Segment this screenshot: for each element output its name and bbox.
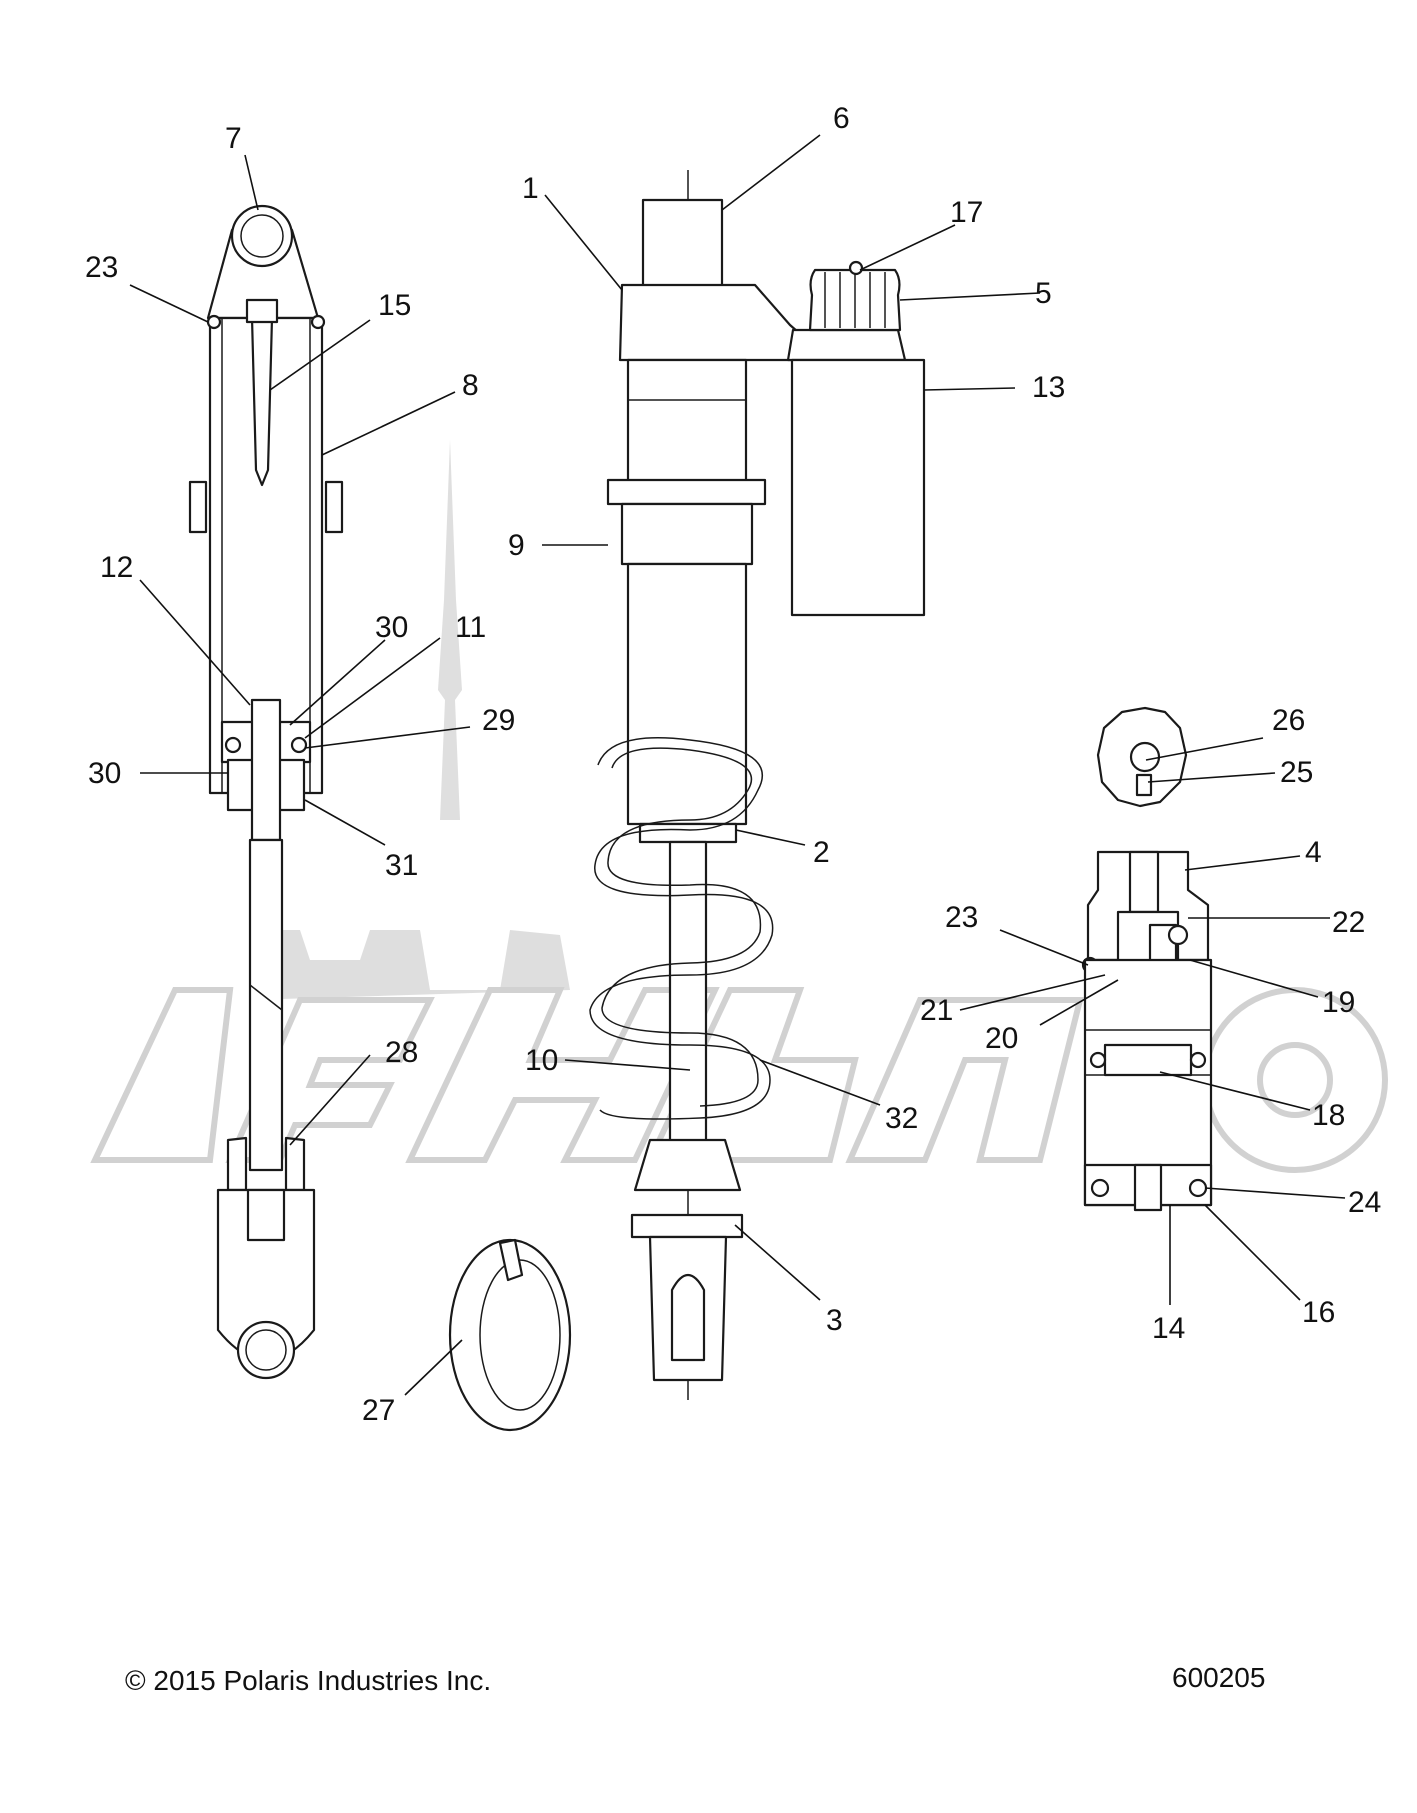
knob-detail (1096, 706, 1188, 808)
callout-23-right: 23 (945, 901, 978, 934)
callout-13: 13 (1032, 371, 1065, 404)
callout-26: 26 (1272, 704, 1305, 737)
callout-27: 27 (362, 1394, 395, 1427)
callouts: 7 23 15 8 12 30 11 29 30 31 28 27 1 6 17… (85, 102, 1381, 1427)
callout-12: 12 (100, 551, 133, 584)
spring-clip (448, 1238, 572, 1432)
callout-17: 17 (950, 196, 983, 229)
body-upper (626, 358, 748, 487)
callout-16: 16 (1302, 1296, 1335, 1329)
callout-20: 20 (985, 1022, 1018, 1055)
body-lower (626, 562, 748, 826)
callout-24: 24 (1348, 1186, 1381, 1219)
callout-6: 6 (833, 102, 850, 135)
callout-22: 22 (1332, 906, 1365, 939)
bumper (250, 316, 274, 487)
callout-19: 19 (1322, 986, 1355, 1019)
callout-28: 28 (385, 1036, 418, 1069)
callout-11: 11 (455, 611, 486, 644)
shaft-rod (248, 838, 284, 1172)
shock-section-view (188, 204, 344, 1380)
reservoir-section-view (1081, 850, 1213, 1212)
callout-5: 5 (1035, 277, 1052, 310)
callout-32: 32 (885, 1102, 918, 1135)
callout-21: 21 (920, 994, 953, 1027)
callout-4: 4 (1305, 836, 1322, 869)
callout-15: 15 (378, 289, 411, 322)
piston-rod (668, 840, 708, 1144)
callout-9: 9 (508, 529, 525, 562)
bottom-bumper (633, 1138, 742, 1192)
spring-collar (606, 478, 767, 506)
callout-10: 10 (525, 1044, 558, 1077)
callout-30-lower: 30 (88, 757, 121, 790)
callout-3: 3 (826, 1304, 843, 1337)
callout-18: 18 (1312, 1099, 1345, 1132)
bottom-collar (630, 1213, 744, 1239)
callout-7: 7 (225, 122, 242, 155)
callout-31: 31 (385, 849, 418, 882)
callout-23-left: 23 (85, 251, 118, 284)
ifp-piston (1103, 1043, 1193, 1077)
shaft-upper (250, 698, 282, 842)
callout-2: 2 (813, 836, 830, 869)
callout-25: 25 (1280, 756, 1313, 789)
callout-30-upper: 30 (375, 611, 408, 644)
copyright-notice: © 2015 Polaris Industries Inc. (125, 1665, 492, 1696)
coil-spring (589, 737, 774, 1120)
callout-1: 1 (522, 172, 539, 205)
top-eye (641, 198, 724, 294)
callout-8: 8 (462, 369, 479, 402)
callout-14: 14 (1152, 1312, 1185, 1345)
drawing-number: 600205 (1172, 1662, 1266, 1693)
callout-29: 29 (482, 704, 515, 737)
shock-assembly-view (589, 170, 926, 1400)
watermark-logo (90, 440, 1388, 1173)
reservoir (786, 260, 926, 617)
leader-lines (129, 134, 1346, 1396)
